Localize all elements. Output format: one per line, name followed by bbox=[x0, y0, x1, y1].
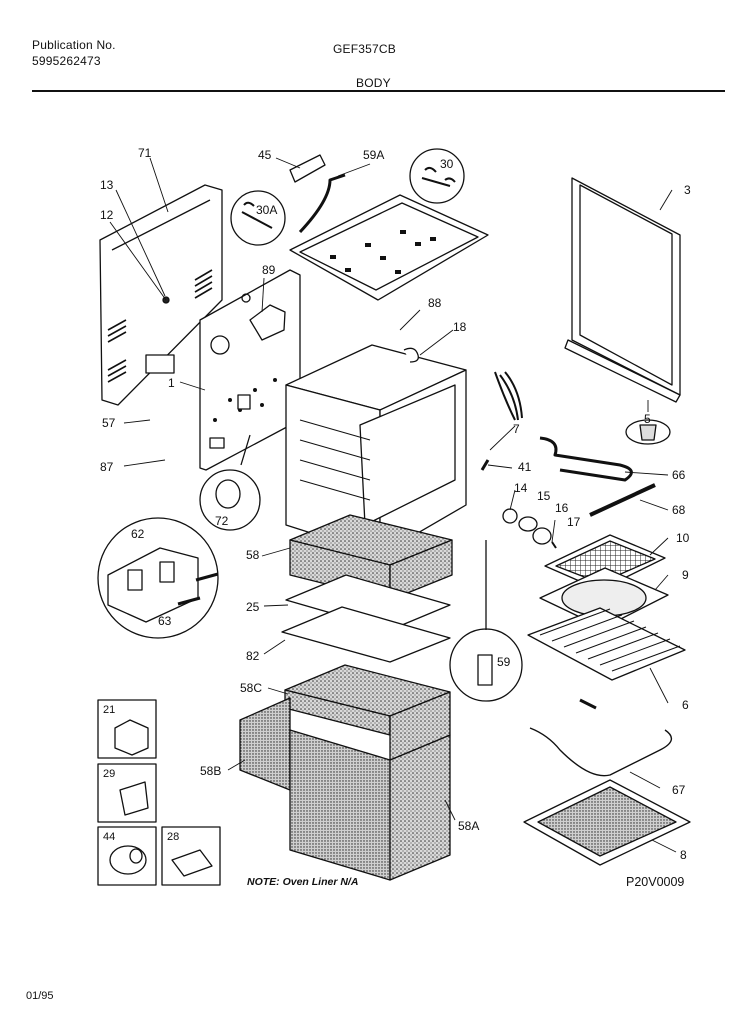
tube-59a-part bbox=[298, 173, 346, 234]
cord-67-part bbox=[529, 727, 673, 777]
part-label: 44 bbox=[103, 831, 116, 843]
back-panel-part bbox=[99, 184, 223, 406]
part-label: 6 bbox=[682, 698, 689, 712]
part-label: 15 bbox=[537, 489, 551, 503]
part-label: 63 bbox=[158, 614, 172, 628]
part-label: 30 bbox=[440, 157, 454, 171]
part-label: 62 bbox=[131, 527, 145, 541]
part-label: 88 bbox=[428, 296, 442, 310]
trim-68-part bbox=[589, 483, 656, 517]
part-label: 82 bbox=[246, 649, 260, 663]
part-label: 57 bbox=[102, 416, 116, 430]
part-label: 25 bbox=[246, 600, 260, 614]
section-title: BODY bbox=[356, 76, 391, 90]
part-label: 13 bbox=[100, 178, 114, 192]
oven-liner-note: NOTE: Oven Liner N/A bbox=[247, 876, 359, 888]
oven-rack-part bbox=[527, 607, 686, 681]
publication-number: 5995262473 bbox=[32, 54, 101, 68]
detail-30a-circle bbox=[230, 190, 286, 246]
publication-label: Publication No. bbox=[32, 38, 116, 52]
part-label: 17 bbox=[567, 515, 581, 529]
part-label: 58C bbox=[240, 681, 263, 695]
bracket-45-part bbox=[289, 154, 326, 183]
part-label: 9 bbox=[682, 568, 689, 582]
part-label: 14 bbox=[514, 481, 528, 495]
part-label: 45 bbox=[258, 148, 272, 162]
part-label: 10 bbox=[676, 531, 690, 545]
part-label: 58B bbox=[200, 764, 222, 778]
part-label: 58A bbox=[458, 819, 480, 833]
model-number: GEF357CB bbox=[333, 42, 396, 56]
part-label: 89 bbox=[262, 263, 276, 277]
part-label: 3 bbox=[684, 183, 691, 197]
box-44 bbox=[97, 826, 157, 886]
insulation-blocks-part bbox=[239, 664, 451, 881]
plate-82-part bbox=[281, 606, 451, 663]
part-label: 16 bbox=[555, 501, 569, 515]
part-label: 18 bbox=[453, 320, 467, 334]
part-label: 59 bbox=[497, 655, 511, 669]
part-label: 1 bbox=[168, 376, 175, 390]
part-label: 41 bbox=[518, 460, 532, 474]
top-panel-part bbox=[289, 194, 489, 301]
bake-element-part bbox=[539, 436, 633, 482]
diagram-code: P20V0009 bbox=[626, 875, 685, 889]
oven-cavity-part bbox=[285, 344, 467, 556]
part-label: 30A bbox=[256, 203, 278, 217]
drawer-tray-part bbox=[523, 779, 691, 866]
bracket-89-part bbox=[249, 304, 286, 341]
header-rule bbox=[32, 90, 725, 92]
part-label: 12 bbox=[100, 208, 114, 222]
part-label: 28 bbox=[167, 831, 180, 843]
part-label: 59A bbox=[363, 148, 385, 162]
revision-date: 01/95 bbox=[26, 990, 54, 1002]
part-label: 8 bbox=[680, 848, 687, 862]
part-label: 7 bbox=[513, 422, 520, 436]
part-label: 21 bbox=[103, 704, 116, 716]
detail-30-circle bbox=[409, 148, 465, 204]
part-label: 87 bbox=[100, 460, 114, 474]
light-14-part bbox=[502, 508, 518, 524]
wire-7-part bbox=[494, 371, 523, 421]
part-label: 58 bbox=[246, 548, 260, 562]
part-label: 67 bbox=[672, 783, 686, 797]
part-label: 29 bbox=[103, 768, 116, 780]
part-label: 71 bbox=[138, 146, 152, 160]
part-label: 68 bbox=[672, 503, 686, 517]
part-label: 66 bbox=[672, 468, 686, 482]
part-label: 72 bbox=[215, 514, 229, 528]
door-part bbox=[564, 177, 681, 403]
sensor-18-part bbox=[403, 347, 419, 363]
part-label: 5 bbox=[644, 412, 651, 426]
